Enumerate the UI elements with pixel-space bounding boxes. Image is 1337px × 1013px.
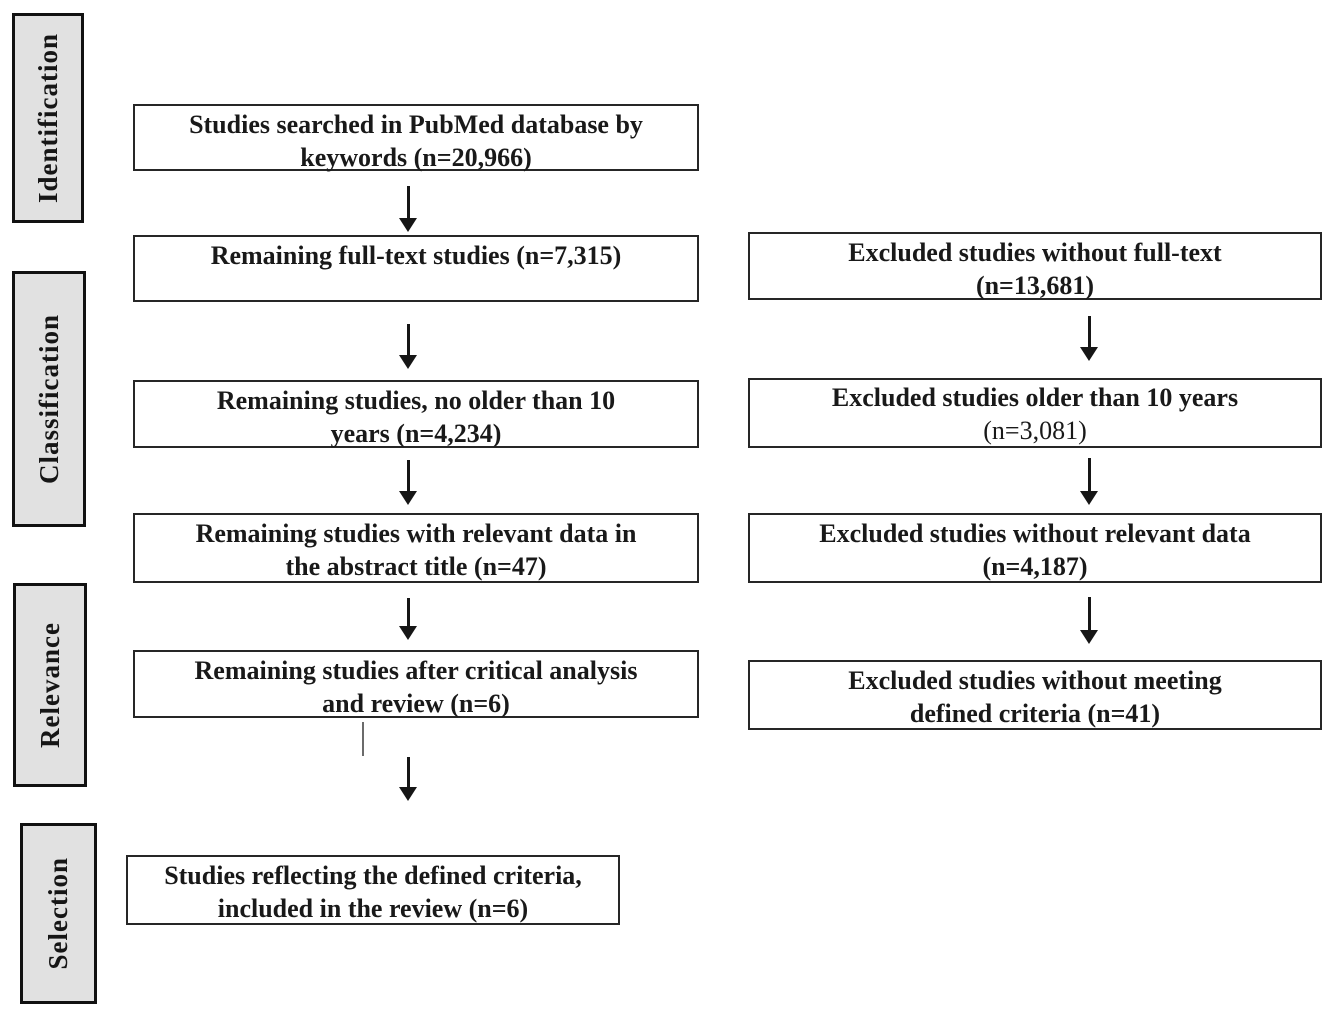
arrow-head xyxy=(399,626,417,640)
arrow-head xyxy=(1080,347,1098,361)
down-arrow-icon xyxy=(1080,597,1098,644)
stage-classification-label: Classification xyxy=(33,313,64,484)
down-arrow-icon xyxy=(1080,316,1098,361)
excluded-box-no-relevant-data: Excluded studies without relevant data (… xyxy=(748,513,1322,583)
flow-box-age-filter: Remaining studies, no older than 10 year… xyxy=(133,380,699,448)
flow-box-age-filter-text: Remaining studies, no older than 10 year… xyxy=(216,386,616,448)
arrow-head xyxy=(399,491,417,505)
flow-box-critical-analysis-text: Remaining studies after critical analysi… xyxy=(194,656,638,718)
stage-classification: Classification xyxy=(12,271,86,527)
stage-identification-label: Identification xyxy=(32,32,63,203)
excluded-box-no-fulltext-text: Excluded studies without full-text (n=13… xyxy=(848,238,1222,300)
flow-box-fulltext: Remaining full-text studies (n=7,315) xyxy=(133,235,699,302)
excluded-box-older-line1: Excluded studies older than 10 years xyxy=(831,382,1239,412)
excluded-box-no-relevant-data-text: Excluded studies without relevant data (… xyxy=(819,519,1251,581)
stage-relevance-label: Relevance xyxy=(34,622,65,748)
excluded-box-criteria: Excluded studies without meeting defined… xyxy=(748,660,1322,730)
stage-identification: Identification xyxy=(12,13,84,223)
excluded-box-no-fulltext: Excluded studies without full-text (n=13… xyxy=(748,232,1322,300)
arrow-shaft xyxy=(1087,316,1091,347)
arrow-shaft xyxy=(406,324,410,355)
down-arrow-icon xyxy=(399,757,417,801)
flow-box-included: Studies reflecting the defined criteria,… xyxy=(126,855,620,925)
arrow-shaft xyxy=(1087,597,1091,630)
arrow-head xyxy=(399,355,417,369)
excluded-box-older: Excluded studies older than 10 years (n=… xyxy=(748,378,1322,448)
flow-box-relevant-data-text: Remaining studies with relevant data in … xyxy=(195,519,637,581)
down-arrow-icon xyxy=(1080,458,1098,505)
arrow-head xyxy=(1080,630,1098,644)
arrow-head xyxy=(399,218,417,232)
arrow-shaft xyxy=(1087,458,1091,491)
arrow-head xyxy=(399,787,417,801)
connector-line xyxy=(362,722,364,756)
down-arrow-icon xyxy=(399,186,417,232)
arrow-shaft xyxy=(406,757,410,787)
flow-box-critical-analysis: Remaining studies after critical analysi… xyxy=(133,650,699,718)
arrow-shaft xyxy=(406,186,410,218)
stage-selection: Selection xyxy=(20,823,97,1004)
excluded-box-older-line2: (n=3,081) xyxy=(983,415,1087,445)
arrow-head xyxy=(1080,491,1098,505)
flow-box-fulltext-text: Remaining full-text studies (n=7,315) xyxy=(210,241,622,270)
down-arrow-icon xyxy=(399,460,417,505)
stage-relevance: Relevance xyxy=(13,583,87,787)
flow-box-searched-text: Studies searched in PubMed database by k… xyxy=(189,110,643,172)
flow-box-searched: Studies searched in PubMed database by k… xyxy=(133,104,699,172)
stage-selection-label: Selection xyxy=(43,857,73,970)
excluded-box-criteria-text: Excluded studies without meeting defined… xyxy=(848,666,1222,728)
arrow-shaft xyxy=(406,598,410,626)
down-arrow-icon xyxy=(399,324,417,369)
down-arrow-icon xyxy=(399,598,417,640)
flow-box-included-text: Studies reflecting the defined criteria,… xyxy=(164,861,582,923)
flow-box-relevant-data: Remaining studies with relevant data in … xyxy=(133,513,699,583)
arrow-shaft xyxy=(406,460,410,491)
